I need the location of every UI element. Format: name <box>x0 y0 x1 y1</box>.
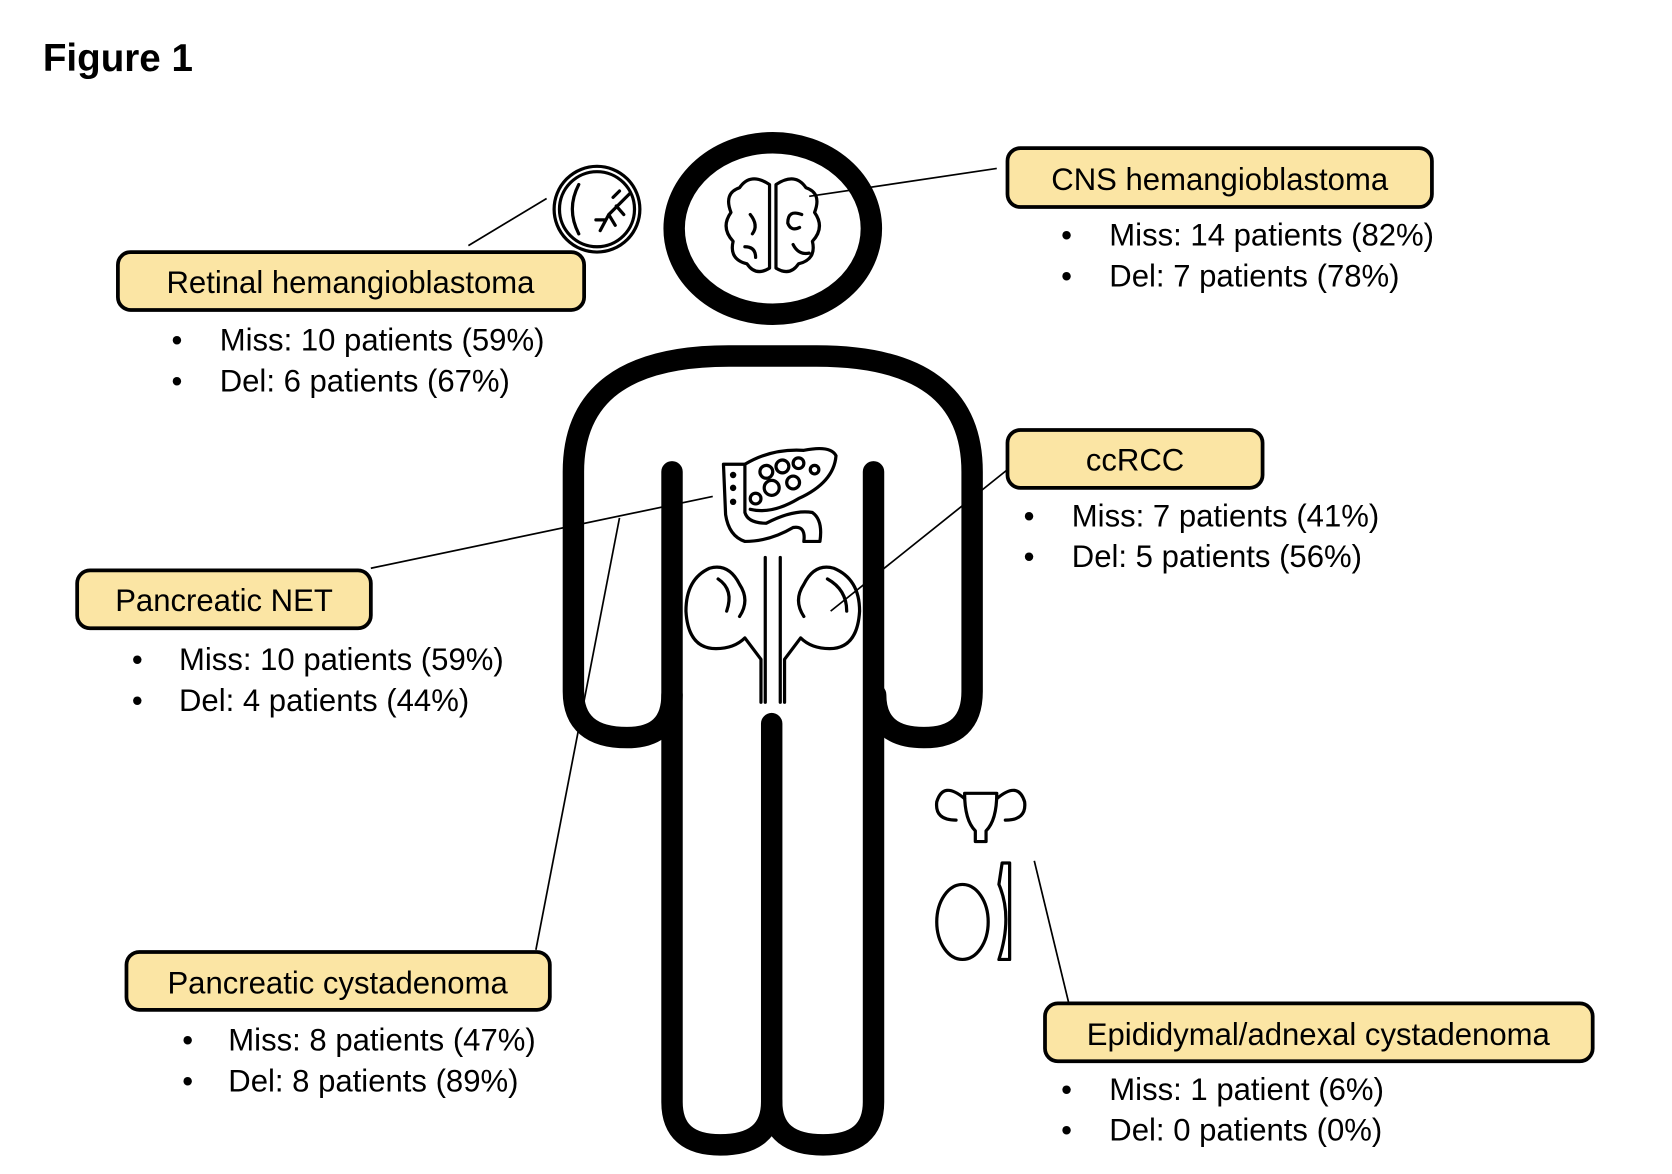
svg-text:•: • <box>132 683 143 718</box>
svg-text:•: • <box>1024 539 1035 574</box>
stat-del: Del: 0 patients (0%) <box>1109 1113 1382 1148</box>
svg-text:•: • <box>182 1063 193 1098</box>
svg-text:•: • <box>132 642 143 677</box>
svg-text:•: • <box>1061 1072 1072 1107</box>
callout-ccrcc: ccRCC • Miss: 7 patients (41%) • Del: 5 pa… <box>1005 428 1379 574</box>
callout-epididymal-adnexal-cystadenoma: Epididymal/adnexal cystadenoma • Miss: 1 … <box>1043 1001 1595 1148</box>
callout-label: ccRCC <box>1086 443 1184 478</box>
uterus-icon <box>934 788 1027 844</box>
callout-label: CNS hemangioblastoma <box>1051 162 1389 197</box>
svg-text:•: • <box>1061 218 1072 253</box>
callout-pancreatic-cystadenoma: Pancreatic cystadenoma • Miss: 8 patients… <box>124 950 552 1098</box>
torso-outline <box>562 345 983 749</box>
callout-label: Pancreatic cystadenoma <box>167 966 508 1001</box>
svg-text:•: • <box>1024 498 1035 533</box>
svg-text:•: • <box>1061 258 1072 293</box>
svg-text:•: • <box>1061 1113 1072 1148</box>
callout-pancreatic-net: Pancreatic NET •Miss: 10 patients (59%) … <box>75 568 504 718</box>
svg-text:•: • <box>171 363 182 398</box>
callout-cns-hemangioblastoma: CNS hemangioblastoma • Miss: 14 patients … <box>1005 146 1434 293</box>
testis-icon <box>935 861 1012 962</box>
leader-lines <box>370 167 1070 1003</box>
callout-label: Epididymal/adnexal cystadenoma <box>1087 1017 1551 1052</box>
stat-miss: Miss: 10 patients (59%) <box>179 642 504 677</box>
stat-miss: Miss: 10 patients (59%) <box>220 323 545 358</box>
human-body-outline <box>562 132 983 1156</box>
stat-del: Del: 4 patients (44%) <box>179 683 469 718</box>
stat-miss: Miss: 8 patients (47%) <box>228 1023 535 1058</box>
callout-retinal-hemangioblastoma: Retinal hemangioblastoma • Miss: 10 patie… <box>116 250 587 398</box>
callout-label: Pancreatic NET <box>115 583 333 618</box>
stat-del: Del: 6 patients (67%) <box>220 363 510 398</box>
stat-miss: Miss: 7 patients (41%) <box>1072 498 1379 533</box>
stat-miss: Miss: 14 patients (82%) <box>1109 218 1434 253</box>
right-leg-outline <box>760 461 885 1156</box>
pancreas-icon <box>721 446 838 544</box>
svg-text:•: • <box>171 323 182 358</box>
brain-icon <box>724 177 821 274</box>
figure-title: Figure 1 <box>43 37 193 80</box>
stat-del: Del: 8 patients (89%) <box>228 1063 518 1098</box>
callout-label: Retinal hemangioblastoma <box>166 265 535 300</box>
stat-del: Del: 7 patients (78%) <box>1109 258 1399 293</box>
svg-text:•: • <box>182 1023 193 1058</box>
stat-miss: Miss: 1 patient (6%) <box>1109 1072 1384 1107</box>
stat-del: Del: 5 patients (56%) <box>1072 539 1362 574</box>
kidney-icon <box>684 555 862 704</box>
head-outline <box>663 132 883 325</box>
eye-icon <box>552 164 642 254</box>
left-leg-outline <box>661 461 783 1156</box>
